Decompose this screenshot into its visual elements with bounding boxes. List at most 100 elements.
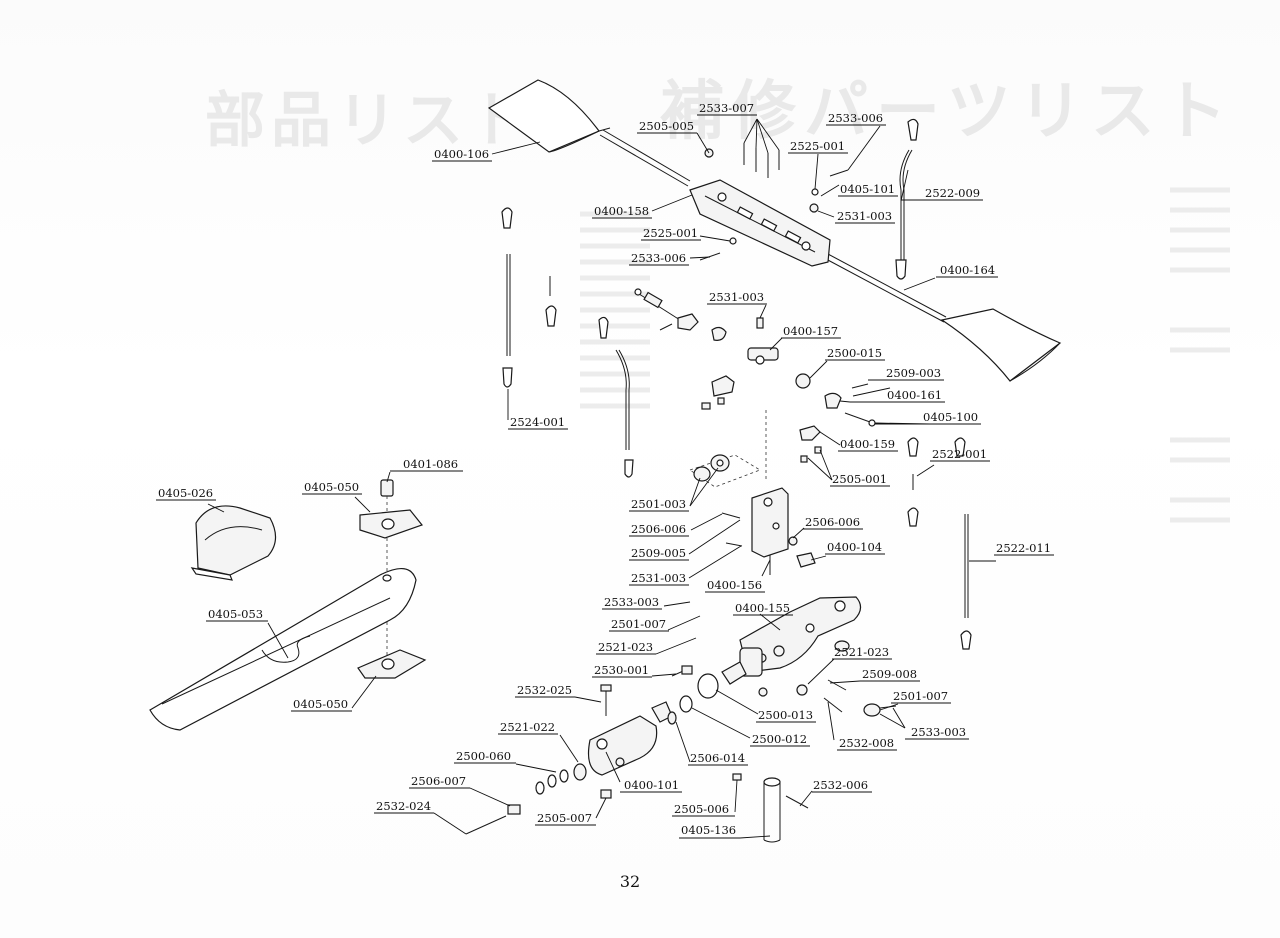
svg-text:0400-156: 0400-156 — [707, 578, 762, 592]
label-2525-001-top: 2525-001 — [788, 139, 848, 154]
label-2509-005: 2509-005 — [629, 546, 689, 561]
svg-text:2506-006: 2506-006 — [631, 522, 686, 536]
label-0405-100: 0405-100 — [875, 410, 981, 425]
svg-text:0401-086: 0401-086 — [403, 457, 458, 471]
radius-arm-bearings — [689, 454, 761, 488]
label-2525-001-mid: 2525-001 — [641, 226, 701, 241]
svg-text:2501-007: 2501-007 — [611, 617, 666, 631]
label-2506-006-left: 2506-006 — [629, 522, 689, 537]
label-2533-007: 2533-007 — [697, 101, 757, 116]
svg-text:2532-024: 2532-024 — [376, 799, 431, 813]
svg-text:2532-006: 2532-006 — [813, 778, 868, 792]
svg-text:2533-006: 2533-006 — [631, 251, 686, 265]
blade-grip-right — [721, 596, 862, 685]
label-2501-003: 2501-003 — [629, 497, 689, 512]
blade-holder-0405-026 — [190, 505, 277, 581]
label-0400-104: 0400-104 — [825, 540, 885, 555]
svg-text:2521-023: 2521-023 — [598, 640, 653, 654]
label-2533-006-mid: 2533-006 — [629, 251, 689, 266]
svg-text:2531-003: 2531-003 — [837, 209, 892, 223]
bleed-through-header-right: 補修パーツリスト — [660, 75, 1235, 149]
svg-text:2500-013: 2500-013 — [758, 708, 813, 722]
label-2521-023-left: 2521-023 — [596, 640, 656, 655]
bleed-through-text — [580, 187, 1230, 523]
label-2500-013: 2500-013 — [756, 708, 816, 723]
label-2509-003: 2509-003 — [868, 366, 944, 381]
svg-text:2533-006: 2533-006 — [828, 111, 883, 125]
flybar-rod-left — [599, 129, 691, 187]
seesaw-screws — [699, 143, 849, 261]
svg-text:0405-026: 0405-026 — [158, 486, 213, 500]
svg-text:2525-001: 2525-001 — [643, 226, 698, 240]
svg-text:0405-050: 0405-050 — [304, 480, 359, 494]
svg-text:2522-011: 2522-011 — [996, 541, 1051, 555]
label-0400-157: 0400-157 — [781, 324, 841, 339]
svg-text:2522-009: 2522-009 — [925, 186, 980, 200]
svg-text:2524-001: 2524-001 — [510, 415, 565, 429]
label-0400-155: 0400-155 — [733, 601, 793, 616]
svg-text:0400-155: 0400-155 — [735, 601, 790, 615]
label-2505-001: 2505-001 — [830, 472, 890, 487]
label-2522-001: 2522-001 — [930, 447, 990, 462]
washout-hub-assembly — [634, 288, 876, 463]
label-0400-101: 0400-101 — [620, 778, 682, 793]
washout-link-rod — [598, 316, 634, 478]
svg-text:0405-100: 0405-100 — [923, 410, 978, 424]
svg-text:2522-001: 2522-001 — [932, 447, 987, 461]
link-rod-left — [501, 207, 557, 388]
part-labels: 0400-106 2505-005 2533-007 2533-006 2525… — [156, 101, 1054, 839]
label-2524-001: 2524-001 — [508, 415, 568, 430]
svg-text:2509-008: 2509-008 — [862, 667, 917, 681]
label-2505-005: 2505-005 — [637, 119, 697, 134]
label-2521-023-right: 2521-023 — [832, 645, 892, 660]
blade-doubler-bottom — [357, 649, 427, 679]
svg-text:2533-007: 2533-007 — [699, 101, 754, 115]
leader-lines — [207, 118, 996, 839]
label-2500-012: 2500-012 — [750, 732, 810, 747]
svg-text:2501-007: 2501-007 — [893, 689, 948, 703]
svg-text:0405-053: 0405-053 — [208, 607, 263, 621]
svg-text:2530-001: 2530-001 — [594, 663, 649, 677]
label-2522-009: 2522-009 — [901, 186, 983, 201]
label-0400-158: 0400-158 — [592, 204, 652, 219]
label-0405-136: 0405-136 — [679, 823, 740, 839]
svg-text:2501-003: 2501-003 — [631, 497, 686, 511]
label-2532-008: 2532-008 — [837, 736, 897, 751]
label-2530-001: 2530-001 — [592, 663, 652, 678]
link-rods-right-lower — [907, 437, 972, 650]
svg-text:2533-003: 2533-003 — [911, 725, 966, 739]
label-2531-003-top: 2531-003 — [835, 209, 895, 224]
label-0400-159: 0400-159 — [838, 437, 898, 452]
flybar-seesaw — [689, 179, 831, 267]
label-2533-003-right: 2533-003 — [905, 725, 969, 740]
label-0405-101: 0405-101 — [838, 182, 898, 197]
blade-grip-right-parts — [758, 640, 897, 717]
svg-text:2532-008: 2532-008 — [839, 736, 894, 750]
blade-doubler-top — [359, 509, 423, 539]
svg-text:2531-003: 2531-003 — [709, 290, 764, 304]
label-2521-022: 2521-022 — [498, 720, 558, 735]
svg-text:0405-101: 0405-101 — [840, 182, 895, 196]
label-2532-025: 2532-025 — [515, 683, 575, 698]
label-2501-007-right: 2501-007 — [891, 689, 951, 704]
page-number: 32 — [619, 872, 641, 891]
svg-text:0400-101: 0400-101 — [624, 778, 679, 792]
label-0405-053: 0405-053 — [206, 607, 268, 622]
label-0400-164: 0400-164 — [936, 263, 998, 278]
blade-grip-pin-0401-086 — [380, 479, 394, 660]
svg-text:0400-158: 0400-158 — [594, 204, 649, 218]
label-0405-050-top: 0405-050 — [302, 480, 362, 495]
label-2505-006: 2505-006 — [672, 802, 735, 817]
svg-text:2509-003: 2509-003 — [886, 366, 941, 380]
label-0405-050-bottom: 0405-050 — [291, 697, 352, 712]
svg-text:2531-003: 2531-003 — [631, 571, 686, 585]
label-2509-008: 2509-008 — [860, 667, 920, 682]
label-0400-161: 0400-161 — [850, 388, 945, 403]
svg-text:2505-005: 2505-005 — [639, 119, 694, 133]
label-2500-060: 2500-060 — [454, 749, 516, 764]
label-2531-003-low: 2531-003 — [629, 571, 689, 586]
label-2522-011: 2522-011 — [994, 541, 1054, 556]
flybar-rod-right — [825, 253, 947, 323]
svg-text:0400-159: 0400-159 — [840, 437, 895, 451]
